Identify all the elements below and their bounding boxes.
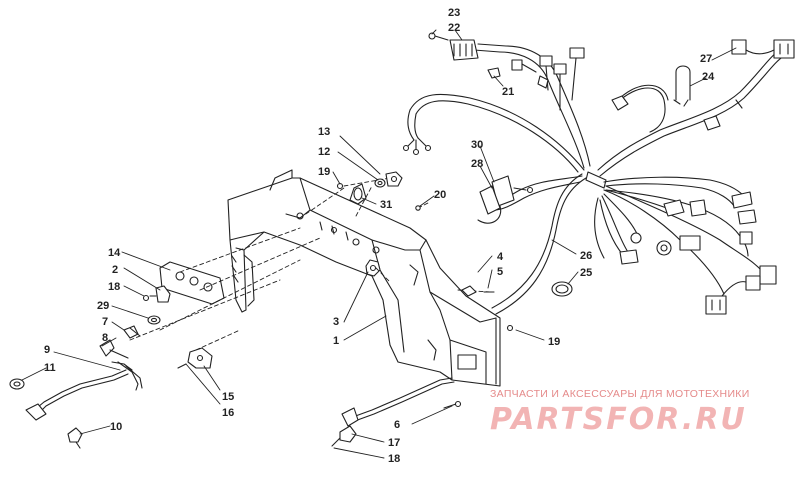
callout-9: 9 xyxy=(44,344,50,356)
callout-12: 12 xyxy=(318,146,330,158)
assembly-dash-lines xyxy=(129,177,491,351)
callout-8: 8 xyxy=(102,332,108,344)
watermark-tagline: ЗАПЧАСТИ И АКСЕССУАРЫ ДЛЯ МОТОТЕХНИКИ xyxy=(490,388,750,400)
callout-1: 1 xyxy=(333,335,339,347)
callout-29: 29 xyxy=(97,300,109,312)
callout-4: 4 xyxy=(497,251,504,263)
callout-layer: 23 22 21 27 24 13 12 19 31 20 30 28 26 2… xyxy=(44,7,715,465)
callout-13: 13 xyxy=(318,126,330,138)
callout-18-bottom: 18 xyxy=(388,453,400,465)
callout-14: 14 xyxy=(108,247,121,259)
callout-21: 21 xyxy=(502,86,514,98)
callout-5: 5 xyxy=(497,266,503,278)
callout-2: 2 xyxy=(112,264,118,276)
mount-hardware xyxy=(336,171,514,332)
callout-18-left: 18 xyxy=(108,281,120,293)
callout-6: 6 xyxy=(394,419,400,431)
callout-25: 25 xyxy=(580,267,592,279)
grommet-ring xyxy=(551,281,573,297)
callout-27: 27 xyxy=(700,53,712,65)
connector-part10 xyxy=(67,427,83,449)
connector-part17 xyxy=(331,425,357,447)
leader-lines xyxy=(21,29,737,459)
callout-22: 22 xyxy=(448,22,460,34)
cap-part11 xyxy=(9,378,25,390)
callout-7: 7 xyxy=(102,316,108,328)
callout-26: 26 xyxy=(580,250,592,262)
callout-10: 10 xyxy=(110,421,122,433)
callout-19-top: 19 xyxy=(318,166,330,178)
main-bracket xyxy=(227,169,501,387)
callout-11: 11 xyxy=(44,362,56,374)
switch-cluster xyxy=(99,285,171,359)
wiring-harness xyxy=(402,32,795,315)
callout-31: 31 xyxy=(380,199,392,211)
callout-30: 30 xyxy=(471,139,483,151)
watermark-logo: PARTSFOR.RU xyxy=(490,402,747,437)
callout-16: 16 xyxy=(222,407,234,419)
callout-3: 3 xyxy=(333,316,339,328)
callout-28: 28 xyxy=(471,158,483,170)
cable-part6 xyxy=(341,377,462,427)
callout-19-right: 19 xyxy=(548,336,560,348)
callout-15: 15 xyxy=(222,391,234,403)
callout-23: 23 xyxy=(448,7,460,19)
cable-part9 xyxy=(25,361,143,421)
callout-17: 17 xyxy=(388,437,400,449)
clamp-part15 xyxy=(177,347,213,369)
callout-20: 20 xyxy=(434,189,446,201)
callout-24: 24 xyxy=(702,71,715,83)
